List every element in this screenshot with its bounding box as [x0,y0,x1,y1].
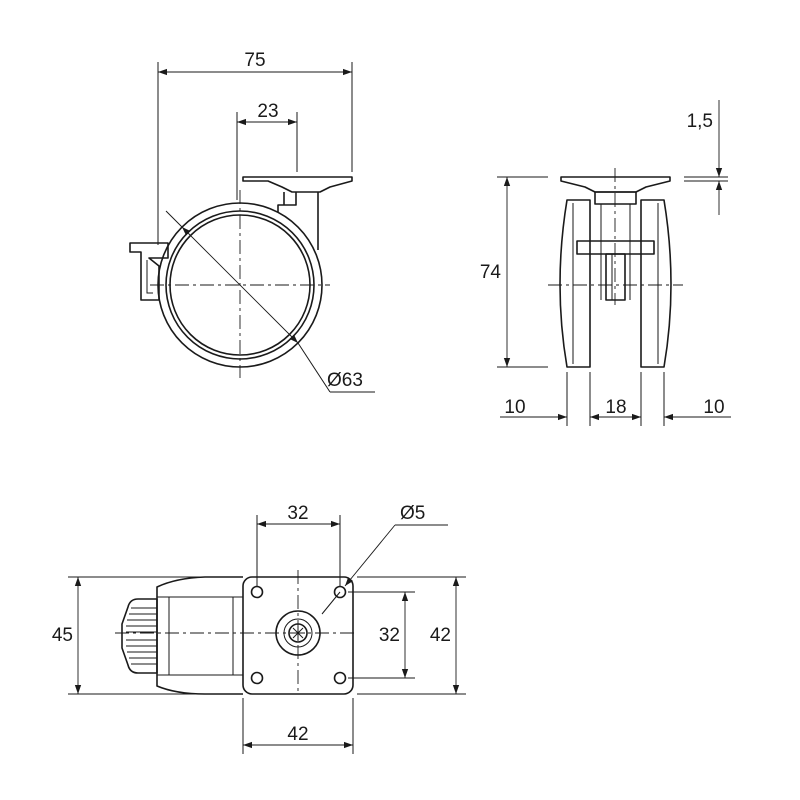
dim-overall-height: 74 [480,262,502,283]
dim-hole-spacing-y: 32 [379,625,400,646]
dim-hole-spacing-x: 32 [287,503,308,524]
dim-plate-offset: 23 [257,101,278,122]
mounting-holes [250,585,347,685]
mounting-hole-bottom-right [333,671,347,685]
dim-hole-diameter: Ø5 [400,503,425,524]
side-brake-lever [129,242,169,301]
dim-right-wheel-width: 10 [703,397,724,418]
dim-overall-depth: 45 [52,625,73,646]
dim-overall-width: 75 [244,50,265,71]
front-mounting-plate [560,176,671,193]
dim-plate-height: 42 [430,625,451,646]
side-view: 75 23 Ø63 [129,50,375,393]
front-right-wheel [640,199,672,368]
mounting-hole-top-right [333,585,347,599]
dim-left-wheel-width: 10 [504,397,525,418]
side-mounting-plate [242,176,353,193]
front-view: 1,5 74 10 18 10 [480,100,731,426]
top-brake-pedal [121,598,158,674]
dim-center-gap: 18 [605,397,626,418]
top-wheel-body [156,576,243,695]
front-axle-bolt [605,253,626,301]
dim-line-wheel-diameter [181,226,299,344]
front-swivel-stem [594,191,637,205]
dim-plate-width: 42 [287,724,308,745]
side-swivel-stem [277,192,319,250]
dim-wheel-diameter: Ø63 [327,370,363,391]
front-left-wheel [559,199,591,368]
top-view: 32 Ø5 45 32 42 42 [52,503,466,754]
brake-pedal-ribs [126,607,157,665]
mounting-hole-top-left [250,585,264,599]
mounting-hole-bottom-left [250,671,264,685]
dim-plate-thickness: 1,5 [687,111,713,132]
front-axle-block [576,240,655,255]
